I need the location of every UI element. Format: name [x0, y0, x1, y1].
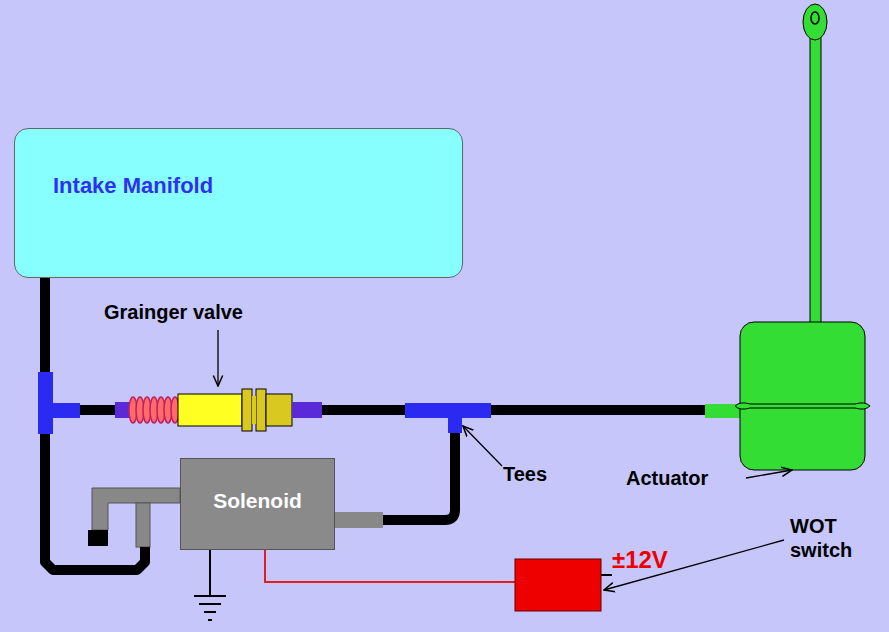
- actuator-symbol: [705, 4, 870, 470]
- wire: [601, 574, 612, 576]
- node-label: Solenoid: [191, 489, 324, 513]
- wire: [265, 550, 515, 582]
- manifold-box: Intake Manifold: [14, 128, 463, 278]
- node-label: Intake Manifold: [53, 173, 424, 199]
- part-label: Actuator: [626, 466, 746, 490]
- solenoid-box: Solenoid: [180, 458, 335, 550]
- hose: [380, 410, 455, 520]
- part-label: WOT switch: [790, 514, 882, 562]
- tee: [405, 403, 491, 433]
- tee: [38, 372, 80, 434]
- leader-line: [604, 540, 784, 590]
- part-label: ±12V: [612, 546, 702, 574]
- ground-symbol: [194, 550, 226, 620]
- part-label: Grainger valve: [104, 300, 304, 324]
- leader-line: [746, 470, 792, 478]
- leader-line: [463, 426, 502, 466]
- wot-switch: [515, 559, 601, 611]
- grainger-valve: [115, 389, 322, 431]
- part-label: Tees: [503, 462, 573, 486]
- leader-line: [217, 330, 218, 386]
